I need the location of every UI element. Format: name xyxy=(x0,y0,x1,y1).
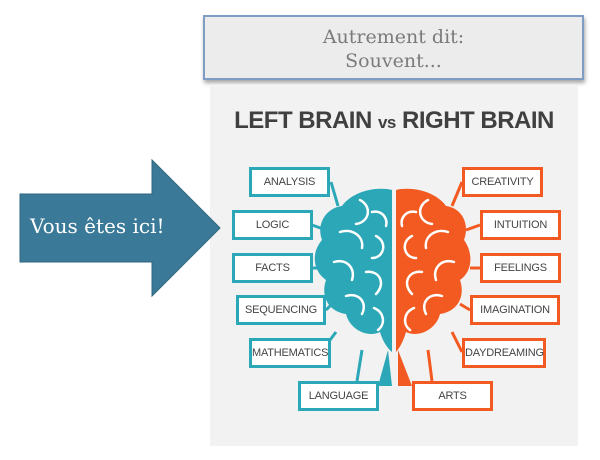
title-right: RIGHT BRAIN xyxy=(402,107,554,134)
arrow-label: Vous êtes ici! xyxy=(30,214,165,238)
big-arrow-shape xyxy=(19,158,221,298)
left-item-language: LANGUAGE xyxy=(298,381,379,411)
right-item-daydreaming: DAYDREAMING xyxy=(462,338,546,368)
right-hemisphere xyxy=(396,188,471,386)
right-brain-folds xyxy=(400,198,456,332)
left-item-logic: LOGIC xyxy=(232,210,313,240)
title-left: LEFT BRAIN xyxy=(234,107,372,134)
left-brain-folds xyxy=(332,198,388,332)
left-item-sequencing: SEQUENCING xyxy=(236,295,326,325)
callout-line-1: Autrement dit: xyxy=(322,26,465,48)
callout-box: Autrement dit: Souvent... xyxy=(203,15,584,80)
left-item-analysis: ANALYSIS xyxy=(249,167,330,197)
right-connectors xyxy=(426,181,481,382)
right-item-arts: ARTS xyxy=(412,381,493,411)
right-item-imagination: IMAGINATION xyxy=(470,295,560,325)
title-vs: vs xyxy=(377,113,396,132)
right-item-intuition: INTUITION xyxy=(480,210,561,240)
diagram-title: LEFT BRAIN vs RIGHT BRAIN xyxy=(210,107,578,135)
right-item-creativity: CREATIVITY xyxy=(462,167,543,197)
right-item-feelings: FEELINGS xyxy=(480,253,561,283)
callout-line-2: Souvent... xyxy=(345,50,442,72)
left-item-facts: FACTS xyxy=(232,253,313,283)
left-item-mathematics: MATHEMATICS xyxy=(249,338,331,368)
